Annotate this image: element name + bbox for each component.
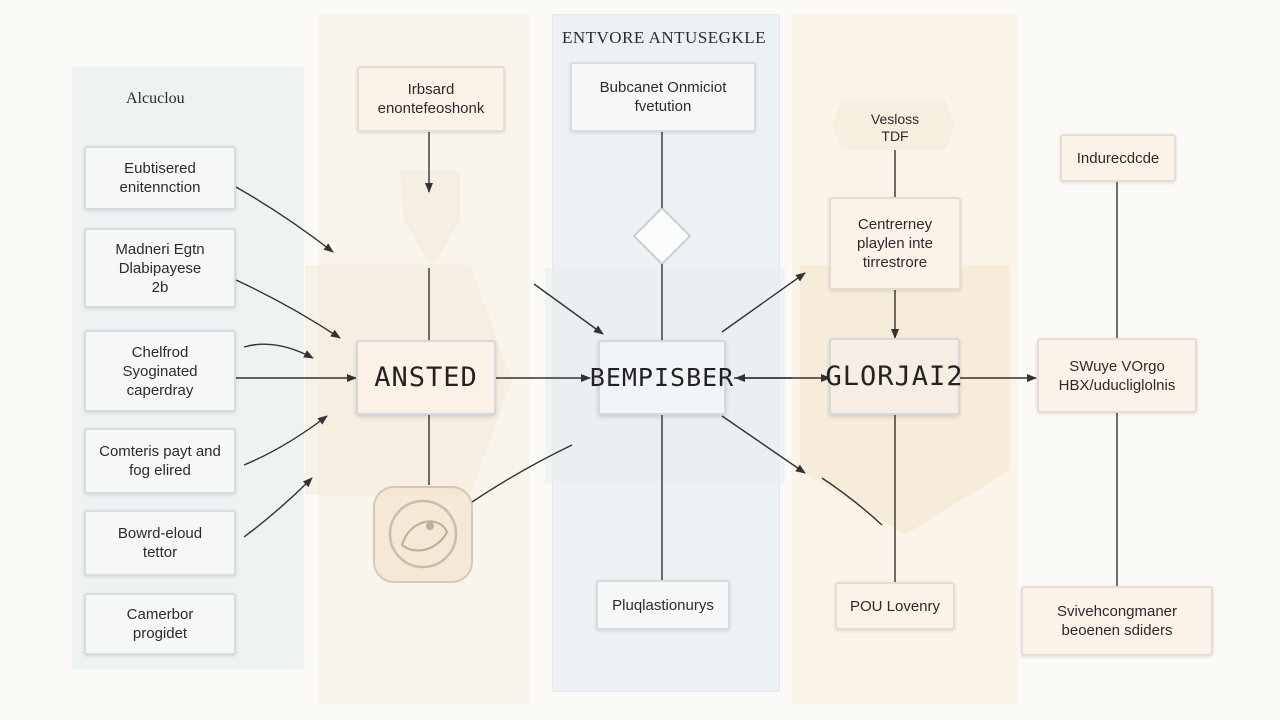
column-c-middle-node[interactable]: Centrerney playlen inte tirrestrore	[829, 197, 961, 290]
column-a-top-node[interactable]: Irbsard enontefeoshonk	[357, 66, 505, 132]
decision-diamond	[632, 206, 692, 266]
column-d-bottom-node[interactable]: Svivehcongmaner beoenen sdiders	[1021, 586, 1213, 656]
backdrop-tag-c	[832, 100, 955, 150]
column-b-top-node[interactable]: Bubcanet Onmiciot fvetution	[570, 62, 756, 132]
backdrop-shape-a	[400, 170, 460, 268]
arrow	[721, 415, 806, 474]
arrow	[821, 477, 883, 526]
left-node-6[interactable]: Camerbor progidet	[84, 593, 236, 655]
arrow	[471, 444, 573, 503]
arrow	[243, 343, 314, 359]
left-node-4[interactable]: Comteris payt and fog elired	[84, 428, 236, 494]
left-column-header: Alcuclou	[126, 90, 185, 107]
left-node-2[interactable]: Madneri Egtn Dlabipayese 2b	[84, 228, 236, 308]
left-node-1[interactable]: Eubtisered enitennction	[84, 146, 236, 210]
arrow	[721, 272, 806, 333]
column-d-top-node[interactable]: Indurecdcde	[1060, 134, 1176, 182]
column-d-middle-node[interactable]: SWuye VOrgo HBX/uducliglolnis	[1037, 338, 1197, 413]
diagram-title: ENTVORE ANTUSEGKLE	[561, 28, 766, 47]
hub-glorjai2[interactable]: GLORJAI2	[825, 338, 963, 415]
arrow	[533, 283, 604, 335]
circular-emblem-icon	[373, 486, 473, 583]
column-c-top-tag[interactable]: Vesloss TDF	[870, 110, 920, 144]
arrow	[235, 279, 341, 339]
column-b-bottom-node[interactable]: Pluqlastionurys	[596, 580, 730, 630]
hub-bempisber[interactable]: BEMPISBER	[590, 340, 733, 415]
arrow	[243, 415, 328, 466]
hub-ansted[interactable]: ANSTED	[356, 340, 496, 415]
arrow	[235, 186, 334, 253]
arrow	[243, 477, 313, 538]
left-node-5[interactable]: Bowrd-eloud tettor	[84, 510, 236, 576]
column-c-bottom-node[interactable]: POU Lovenry	[835, 582, 955, 630]
left-node-3[interactable]: Chelfrod Syoginated caperdray	[84, 330, 236, 412]
